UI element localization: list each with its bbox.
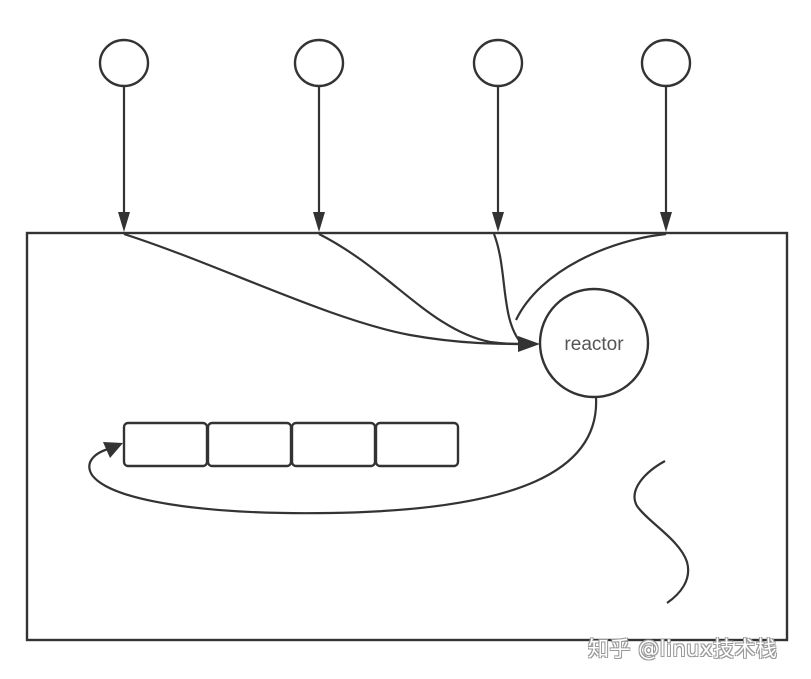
reactor: reactor: [538, 287, 650, 399]
client-node-3: [472, 38, 524, 88]
event-flow-4: [515, 232, 667, 321]
queue-slot-4: [374, 421, 460, 468]
queue-slot-1: [122, 421, 209, 468]
queue-slot-2: [206, 421, 293, 468]
task-queue: [122, 421, 460, 468]
event-flows: [123, 232, 667, 352]
event-flow-2: [318, 233, 523, 346]
arrowhead-queue-icon: [103, 442, 123, 458]
arrowhead-down-icon: [492, 212, 504, 232]
arrowhead-down-icon: [660, 212, 672, 232]
client-node-1: [98, 38, 150, 88]
client-node-4: [640, 38, 692, 88]
dispatch-flow: [88, 396, 598, 515]
client-arrows: [118, 86, 672, 232]
watermark: 知乎 @linux技术栈: [588, 637, 778, 661]
reactor-label: reactor: [564, 334, 624, 355]
arrowhead-down-icon: [313, 212, 325, 232]
event-flow-1: [123, 232, 523, 346]
arrowhead-right-icon: [518, 336, 540, 352]
queue-slot-3: [290, 421, 377, 468]
server-box: [25, 231, 789, 642]
thread-wave-icon: [633, 460, 690, 604]
client-node-2: [293, 38, 345, 88]
arrowhead-down-icon: [118, 212, 130, 232]
reactor-node: [538, 287, 650, 399]
event-flow-3: [492, 233, 523, 345]
client-nodes: [98, 38, 692, 88]
